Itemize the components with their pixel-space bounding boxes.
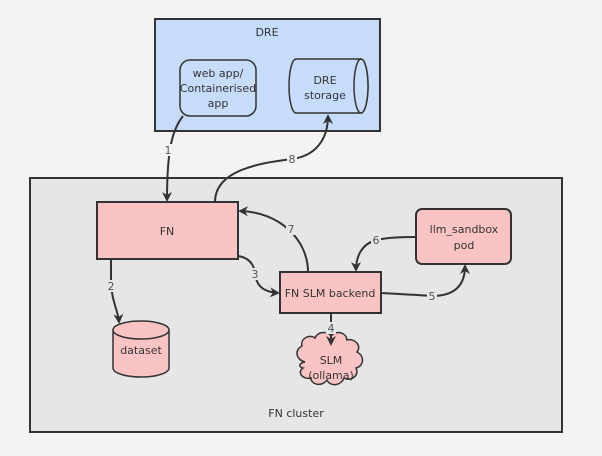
fn-slm-backend-label: FN SLM backend xyxy=(285,287,376,300)
edge-2-label: 2 xyxy=(108,280,115,293)
dataset-label: dataset xyxy=(120,344,162,357)
slm-label-line1: SLM xyxy=(320,354,343,367)
edge-8: 8 xyxy=(214,114,333,203)
edge-7: 7 xyxy=(238,206,309,273)
edge-4: 4 xyxy=(326,313,336,346)
fn-slm-backend-node[interactable]: FN SLM backend xyxy=(279,271,382,314)
dataset-node[interactable]: dataset xyxy=(112,320,170,378)
llm-sandbox-node[interactable]: llm_sandbox pod xyxy=(415,208,512,265)
edge-6-label: 6 xyxy=(373,234,380,247)
dre-storage-label-line2: storage xyxy=(304,89,346,102)
edge-1: 1 xyxy=(162,115,184,202)
slm-label-line2: (ollama) xyxy=(308,369,354,382)
edge-2: 2 xyxy=(106,260,124,324)
edge-3-label: 3 xyxy=(252,268,259,281)
edge-8-label: 8 xyxy=(289,153,296,166)
dre-storage-label-line1: DRE xyxy=(313,74,336,87)
llm-sandbox-label-line2: pod xyxy=(454,239,475,252)
edge-5: 5 xyxy=(380,264,470,303)
llm-sandbox-label-line1: llm_sandbox xyxy=(430,223,499,236)
edge-7-label: 7 xyxy=(288,223,295,236)
webapp-node[interactable]: web app/ Containerised app xyxy=(179,59,257,117)
webapp-label-line2: Containerised xyxy=(180,82,256,95)
edge-1-label: 1 xyxy=(165,144,172,157)
fn-cluster-label: FN cluster xyxy=(268,407,324,420)
edge-5-label: 5 xyxy=(429,290,436,303)
edge-6: 6 xyxy=(351,234,417,272)
edge-4-label: 4 xyxy=(328,322,335,335)
fn-label: FN xyxy=(160,225,175,238)
webapp-label-line3: app xyxy=(208,97,229,110)
edge-3: 3 xyxy=(237,255,280,298)
webapp-label-line1: web app/ xyxy=(193,67,244,80)
dre-storage-node[interactable]: DRE storage xyxy=(288,58,369,114)
slm-node[interactable]: SLM (ollama) xyxy=(296,331,364,386)
fn-node[interactable]: FN xyxy=(96,201,239,260)
dre-group-label: DRE xyxy=(255,26,278,39)
